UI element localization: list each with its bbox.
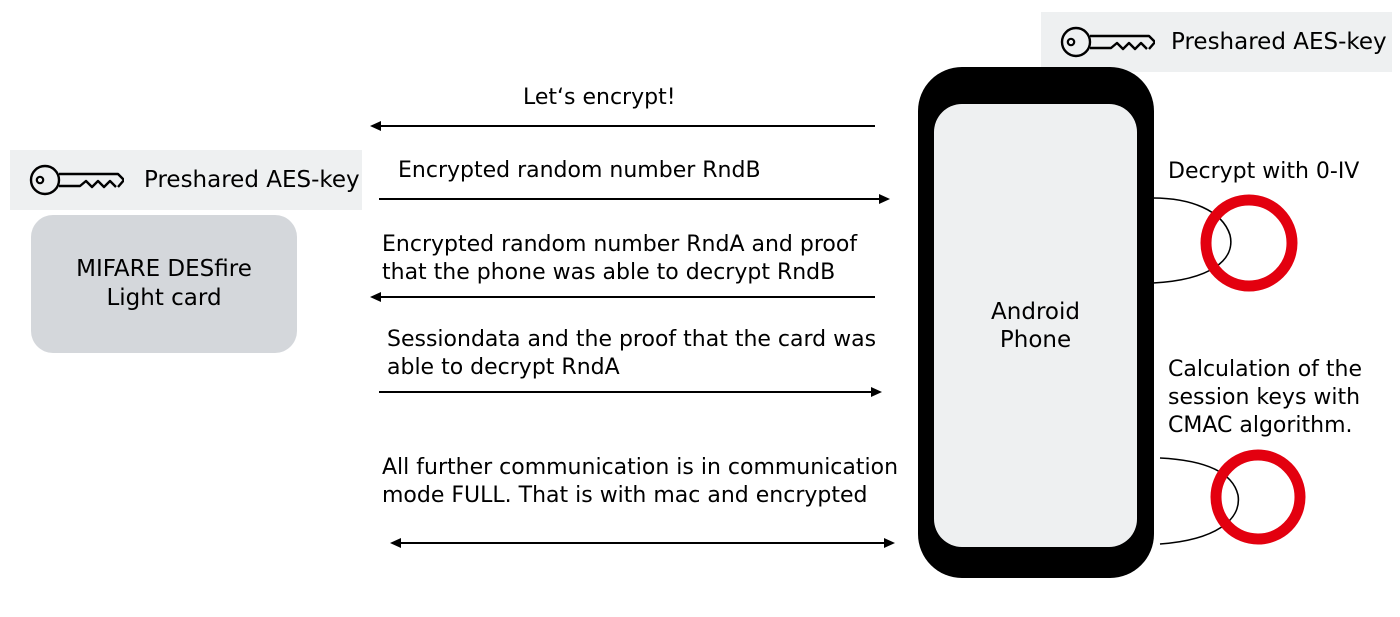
phone-label-line1: Android bbox=[991, 298, 1080, 325]
calc-process-ring bbox=[1210, 449, 1306, 545]
message-encrypted-rnda: Encrypted random number RndA and proof t… bbox=[382, 231, 857, 287]
key-icon bbox=[1059, 25, 1155, 59]
phone-preshared-key-box: Preshared AES-key bbox=[1041, 12, 1392, 72]
arrowhead-right bbox=[871, 387, 882, 397]
calc-note-line: session keys with bbox=[1168, 385, 1361, 410]
android-phone: Android Phone bbox=[918, 67, 1154, 578]
arrowhead-right bbox=[884, 538, 895, 548]
message-lets-encrypt: Let‘s encrypt! bbox=[523, 85, 676, 110]
calc-note-line: Calculation of the bbox=[1168, 357, 1363, 382]
decrypt-process-ring bbox=[1200, 194, 1298, 292]
phone-label-line2: Phone bbox=[999, 326, 1072, 353]
message-line: able to decrypt RndA bbox=[387, 355, 620, 380]
calc-note: Calculation of the session keys with CMA… bbox=[1168, 356, 1362, 440]
message-sessiondata: Sessiondata and the proof that the card … bbox=[387, 326, 876, 382]
message-further-communication: All further communication is in communic… bbox=[382, 454, 898, 510]
arrowhead-left bbox=[370, 121, 381, 131]
message-line: Sessiondata and the proof that the card … bbox=[387, 327, 877, 352]
message-encrypted-rndb: Encrypted random number RndB bbox=[398, 158, 761, 183]
calc-connector bbox=[1159, 457, 1240, 545]
phone-screen: Android Phone bbox=[934, 104, 1137, 547]
card-label-line1: MIFARE DESfire bbox=[76, 256, 252, 282]
calc-note-line: CMAC algorithm. bbox=[1168, 413, 1353, 438]
message-line: that the phone was able to decrypt RndB bbox=[382, 260, 836, 285]
card-label-line2: Light card bbox=[106, 285, 222, 311]
key-icon bbox=[28, 163, 124, 197]
message-line: Encrypted random number RndA and proof bbox=[382, 232, 858, 257]
mifare-card: MIFARE DESfire Light card bbox=[31, 215, 297, 353]
decrypt-connector bbox=[1152, 197, 1232, 284]
arrowhead-right bbox=[879, 194, 890, 204]
key-label: Preshared AES-key bbox=[144, 167, 360, 193]
message-line: All further communication is in communic… bbox=[382, 455, 899, 480]
key-label: Preshared AES-key bbox=[1171, 29, 1387, 55]
card-preshared-key-box: Preshared AES-key bbox=[10, 150, 362, 210]
arrowhead-left bbox=[370, 292, 381, 302]
decrypt-note: Decrypt with 0-IV bbox=[1168, 159, 1360, 184]
arrowhead-left bbox=[390, 538, 401, 548]
message-line: mode FULL. That is with mac and encrypte… bbox=[382, 483, 868, 508]
